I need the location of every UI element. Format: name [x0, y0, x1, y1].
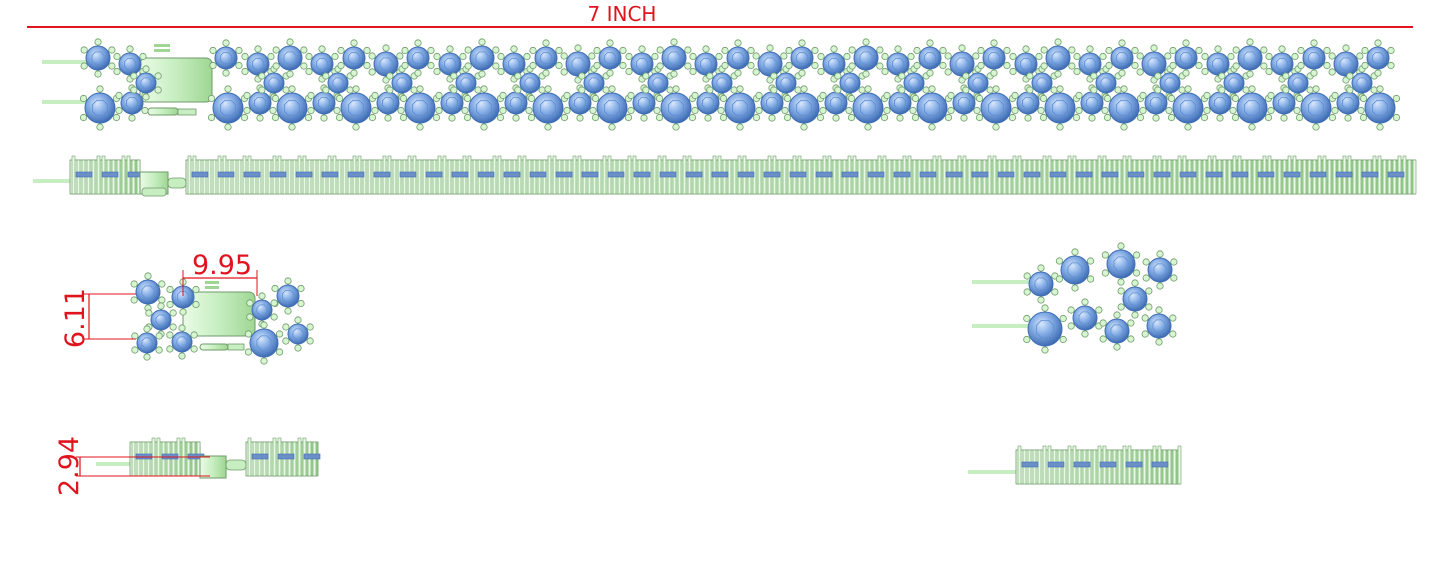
stone: [1359, 85, 1401, 131]
stone: [1169, 39, 1203, 77]
stone: [1023, 304, 1067, 354]
stone: [783, 85, 825, 131]
stone: [246, 292, 278, 328]
width-label: 9.95: [192, 250, 252, 281]
stone: [975, 85, 1017, 131]
detail-side-clasp: [199, 455, 247, 479]
stone: [272, 38, 308, 78]
stone: [282, 316, 314, 352]
stone: [1136, 44, 1172, 84]
stone: [401, 39, 435, 77]
width-dimension: 9.95: [182, 250, 258, 296]
stone: [1361, 39, 1395, 77]
stone: [977, 39, 1011, 77]
stone: [848, 38, 884, 78]
stone: [656, 38, 692, 78]
detail-clasp: [182, 281, 256, 351]
stone: [1167, 85, 1209, 131]
detail-stones: [130, 272, 314, 365]
stone: [166, 278, 200, 316]
side-profile-full: [69, 155, 1417, 195]
stone: [399, 85, 441, 131]
segment-side-view: [968, 445, 1182, 485]
stone: [1073, 45, 1107, 83]
stone: [560, 44, 596, 84]
stone: [1067, 298, 1103, 338]
stone: [305, 45, 339, 83]
stone: [337, 39, 371, 77]
segment-top-view: [972, 242, 1178, 354]
stone: [593, 39, 627, 77]
stone: [1099, 311, 1135, 351]
stone: [578, 65, 610, 101]
stone: [80, 38, 116, 78]
stone: [752, 44, 788, 84]
stone: [527, 85, 569, 131]
stone: [271, 277, 305, 315]
stone: [1039, 85, 1081, 131]
stone: [785, 39, 819, 77]
bracelet-top-view: [42, 38, 1401, 131]
stone: [1141, 306, 1177, 346]
thickness-label: 2.94: [54, 436, 85, 496]
stone: [911, 85, 953, 131]
stone: [1201, 45, 1235, 83]
stone: [1265, 45, 1299, 83]
height-dimension: 6.11: [60, 288, 136, 348]
stone: [689, 45, 723, 83]
stone: [1023, 264, 1059, 304]
stone: [1090, 65, 1122, 101]
height-label: 6.11: [60, 288, 91, 348]
segment-stones: [1023, 242, 1178, 354]
stone: [847, 85, 889, 131]
stone: [241, 45, 275, 83]
stone: [1101, 242, 1141, 286]
stone: [1139, 84, 1173, 122]
stone: [1232, 38, 1268, 78]
stone: [79, 85, 121, 131]
stone: [721, 39, 755, 77]
stone: [514, 65, 546, 101]
stone: [464, 38, 500, 78]
stone: [1297, 39, 1331, 77]
stone: [706, 65, 738, 101]
total-length-label: 7 INCH: [588, 2, 657, 26]
stone: [1075, 84, 1109, 122]
stone: [529, 39, 563, 77]
stone: [883, 84, 917, 122]
stone: [627, 84, 661, 122]
stone: [913, 39, 947, 77]
stone-rows-full: [79, 38, 1401, 131]
detail-side-view: 2.94: [54, 436, 321, 496]
stone: [244, 321, 284, 365]
stone: [1040, 38, 1076, 78]
stone: [130, 272, 166, 312]
stone: [130, 65, 162, 101]
stone: [131, 325, 163, 361]
stone: [207, 85, 249, 131]
thickness-dimension: 2.94: [54, 436, 210, 496]
bracelet-side-view: [33, 155, 1417, 197]
stone: [1103, 85, 1145, 131]
detail-top-view: 9.95 6.11: [60, 250, 314, 365]
segment-side-profile: [1015, 445, 1182, 485]
clasp-side: [139, 171, 187, 197]
stone: [1231, 85, 1273, 131]
total-length-dimension: 7 INCH: [27, 2, 1413, 28]
stone: [655, 85, 697, 131]
stone: [1055, 248, 1095, 292]
stone: [166, 324, 198, 360]
stone: [625, 45, 659, 83]
stone: [1105, 39, 1139, 77]
stone: [1142, 250, 1178, 290]
stone: [819, 84, 853, 122]
stone: [1117, 279, 1153, 319]
stone: [433, 45, 467, 83]
stone: [1282, 65, 1314, 101]
stone: [591, 85, 633, 131]
stone: [1295, 85, 1337, 131]
stone: [209, 39, 243, 77]
